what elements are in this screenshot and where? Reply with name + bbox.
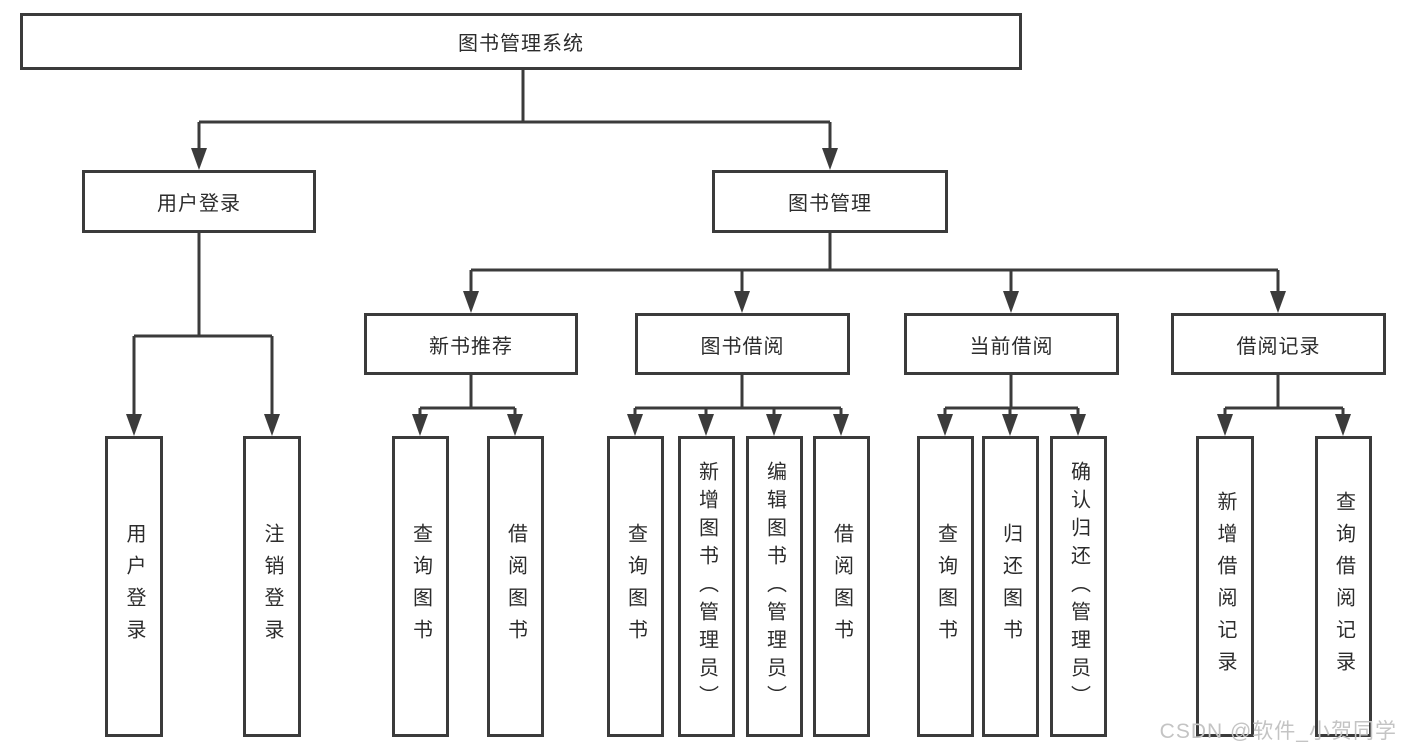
arrowhead [1217, 414, 1233, 436]
leaf-label: 借阅图书 [504, 522, 527, 651]
node-user-login: 用户登录 [82, 170, 316, 233]
arrowhead [698, 414, 714, 436]
leaf-return-books: 归还图书 [982, 436, 1039, 737]
arrowhead [766, 414, 782, 436]
leaf-label: 用户登录 [123, 522, 145, 651]
arrowhead [412, 414, 428, 436]
leaf-query-books-borrowing: 查询图书 [607, 436, 664, 737]
node-book-borrowing: 图书借阅 [635, 313, 850, 375]
leaf-query-books-current: 查询图书 [917, 436, 974, 737]
arrowhead [1002, 414, 1018, 436]
arrowhead [126, 414, 142, 436]
leaf-label: 新增图书（管理员） [695, 460, 718, 713]
leaf-query-borrow-record: 查询借阅记录 [1315, 436, 1372, 737]
leaf-borrow-books-recommend: 借阅图书 [487, 436, 544, 737]
leaf-label: 注销登录 [261, 522, 283, 651]
arrowhead [822, 148, 838, 170]
arrowhead [1335, 414, 1351, 436]
node-book-management: 图书管理 [712, 170, 948, 233]
arrowhead [937, 414, 953, 436]
arrowhead [191, 148, 207, 170]
leaf-label: 编辑图书（管理员） [763, 460, 786, 713]
leaf-add-book-admin: 新增图书（管理员） [678, 436, 735, 737]
leaf-confirm-return-admin: 确认归还（管理员） [1050, 436, 1107, 737]
node-borrow-records: 借阅记录 [1171, 313, 1386, 375]
node-current-borrowing: 当前借阅 [904, 313, 1119, 375]
arrowhead [1270, 291, 1286, 313]
arrowhead [264, 414, 280, 436]
csdn-watermark: CSDN @软件_小贺同学 [1159, 720, 1397, 743]
arrowhead [1003, 291, 1019, 313]
leaf-label: 借阅图书 [830, 522, 853, 651]
leaf-add-borrow-record: 新增借阅记录 [1196, 436, 1254, 737]
arrowhead [1070, 414, 1086, 436]
leaf-label: 查询借阅记录 [1332, 490, 1355, 683]
arrowhead [507, 414, 523, 436]
leaf-label: 查询图书 [409, 522, 432, 651]
leaf-label: 查询图书 [934, 522, 957, 651]
leaf-label: 新增借阅记录 [1214, 490, 1236, 683]
leaf-borrow-books: 借阅图书 [813, 436, 870, 737]
arrowhead [734, 291, 750, 313]
node-new-book-recommend: 新书推荐 [364, 313, 578, 375]
leaf-label: 确认归还（管理员） [1067, 460, 1090, 713]
arrowhead [833, 414, 849, 436]
arrowhead [463, 291, 479, 313]
leaf-query-books-recommend: 查询图书 [392, 436, 449, 737]
leaf-edit-book-admin: 编辑图书（管理员） [746, 436, 803, 737]
leaf-label: 查询图书 [624, 522, 647, 651]
arrowhead [627, 414, 643, 436]
leaf-label: 归还图书 [999, 522, 1022, 651]
node-library-system: 图书管理系统 [20, 13, 1022, 70]
leaf-logout: 注销登录 [243, 436, 301, 737]
leaf-user-login: 用户登录 [105, 436, 163, 737]
